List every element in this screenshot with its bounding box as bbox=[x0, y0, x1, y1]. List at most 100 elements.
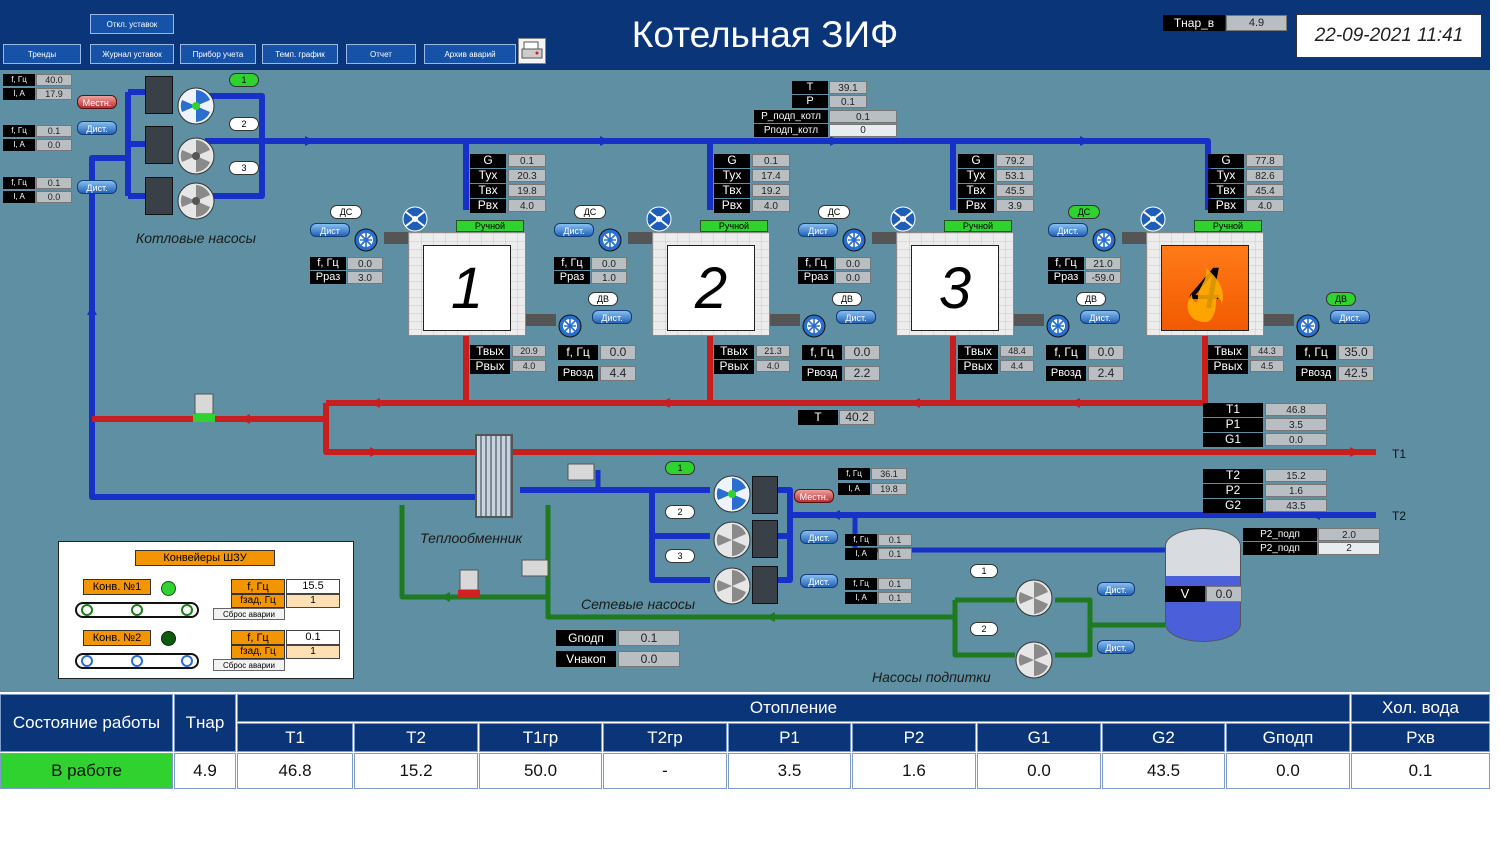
conveyor2-reset-button[interactable]: Сброс аварии bbox=[213, 659, 285, 671]
bp2-remote-button[interactable]: Дист. bbox=[77, 121, 117, 135]
boiler3-ds-remote-button[interactable]: Дист bbox=[798, 223, 838, 237]
bp1-number: 1 bbox=[229, 73, 259, 87]
printer-icon[interactable] bbox=[518, 38, 546, 64]
boiler3-g-value: 79.2 bbox=[996, 154, 1034, 167]
np1-local-button[interactable]: Местн. bbox=[794, 489, 834, 503]
boiler2-mode-button[interactable]: Ручной bbox=[700, 220, 768, 232]
boiler3-dv-remote-button[interactable]: Дист. bbox=[1080, 310, 1120, 324]
fp1-remote-button[interactable]: Дист. bbox=[1097, 582, 1135, 596]
blower-fan-icon[interactable] bbox=[1046, 314, 1070, 343]
blower-fan-icon[interactable] bbox=[1296, 314, 1320, 343]
smoke-exhauster-icon[interactable] bbox=[354, 228, 378, 257]
smoke-exhauster-icon[interactable] bbox=[1092, 228, 1116, 257]
conveyor2-fzad-input[interactable]: 1 bbox=[286, 645, 340, 659]
pump-running-icon[interactable] bbox=[176, 86, 216, 126]
boiler1-rvyx-value: 4.0 bbox=[512, 360, 546, 372]
duct bbox=[384, 232, 408, 244]
pump-stopped-icon[interactable] bbox=[1014, 578, 1054, 618]
summary-col-value: 0.0 bbox=[1226, 753, 1350, 789]
np3-i-label: I, A bbox=[845, 592, 877, 604]
boiler3-praz-label: Рраз bbox=[798, 271, 834, 284]
np3-remote-button[interactable]: Дист. bbox=[800, 574, 838, 588]
boiler2[interactable]: 2 bbox=[652, 232, 770, 336]
np3-f-value: 0.1 bbox=[878, 578, 912, 590]
summary-col-header: P2 bbox=[852, 723, 976, 752]
meter-button[interactable]: Прибор учета bbox=[180, 44, 256, 64]
drive-icon bbox=[752, 566, 778, 604]
blower-fan-icon[interactable] bbox=[802, 314, 826, 343]
report-button[interactable]: Отчет bbox=[346, 44, 416, 64]
boiler1-tux-label: Тух bbox=[470, 169, 506, 183]
temp-schedule-button[interactable]: Темп. график bbox=[262, 44, 338, 64]
summary-col-value: 50.0 bbox=[479, 753, 602, 789]
conveyor1-fzad-input[interactable]: 1 bbox=[286, 594, 340, 608]
fp2-remote-button[interactable]: Дист. bbox=[1097, 640, 1135, 654]
boiler1-dv-f-value: 0.0 bbox=[600, 345, 636, 360]
boiler3-mode-button[interactable]: Ручной bbox=[944, 220, 1012, 232]
boiler2-ds-remote-button[interactable]: Дист. bbox=[554, 223, 594, 237]
boiler2-dv-remote-button[interactable]: Дист. bbox=[836, 310, 876, 324]
setpoint-journal-button[interactable]: Журнал уставок bbox=[90, 44, 174, 64]
vnakop-value: 0.0 bbox=[618, 651, 680, 667]
boiler2-pvozd-value: 2.2 bbox=[844, 366, 880, 381]
boiler1-dv-remote-button[interactable]: Дист. bbox=[592, 310, 632, 324]
boiler4-mode-button[interactable]: Ручной bbox=[1194, 220, 1262, 232]
boiler3[interactable]: 3 bbox=[896, 232, 1014, 336]
vnakop-label: Vнакоп bbox=[556, 651, 616, 667]
summary-col-header: T1 bbox=[237, 723, 353, 752]
np1-number: 1 bbox=[665, 461, 695, 475]
boiler1-pvx-label: Рвх bbox=[470, 199, 506, 213]
outdoor-temp-value: 4.9 bbox=[1226, 15, 1287, 31]
pump-stopped-icon[interactable] bbox=[176, 181, 216, 221]
fp1-number: 1 bbox=[970, 564, 998, 578]
conveyor-panel: Конвейеры ШЗУ Конв. №1 f, Гц 15.5 fзад, … bbox=[58, 541, 354, 679]
boiler3-pvozd-value: 2.4 bbox=[1088, 366, 1124, 381]
boiler2-g-label: G bbox=[714, 154, 750, 168]
boiler1-mode-button[interactable]: Ручной bbox=[456, 220, 524, 232]
summary-col-value: 0.1 bbox=[1351, 753, 1490, 789]
boiler2-tux-value: 17.4 bbox=[752, 169, 790, 182]
pump-stopped-icon[interactable] bbox=[1014, 640, 1054, 680]
bp2-number: 2 bbox=[229, 117, 259, 131]
boiler4-dv-remote-button[interactable]: Дист. bbox=[1330, 310, 1370, 324]
np2-i-value: 0.1 bbox=[878, 548, 912, 560]
boiler1-tvyx-value: 20.9 bbox=[512, 345, 546, 357]
alarm-archive-button[interactable]: Архив аварий bbox=[424, 44, 516, 64]
np3-number: 3 bbox=[665, 549, 695, 563]
np1-i-label: I, A bbox=[838, 483, 870, 495]
bp3-remote-button[interactable]: Дист. bbox=[77, 180, 117, 194]
blower-fan-icon[interactable] bbox=[558, 314, 582, 343]
bp1-local-button[interactable]: Местн. bbox=[77, 95, 117, 109]
burner-icon[interactable] bbox=[1140, 206, 1166, 237]
boiler2-tvx-value: 19.2 bbox=[752, 184, 790, 197]
boiler3-rvyx-value: 4.4 bbox=[1000, 360, 1034, 372]
boiler4-ds-remote-button[interactable]: Дист. bbox=[1048, 223, 1088, 237]
conveyor1-button[interactable]: Конв. №1 bbox=[83, 579, 151, 595]
pump-stopped-icon[interactable] bbox=[712, 566, 752, 606]
burner-icon[interactable] bbox=[646, 206, 672, 237]
bp1-f-value: 40.0 bbox=[36, 74, 72, 86]
boiler1-ds-remote-button[interactable]: Дист bbox=[310, 223, 350, 237]
burner-icon[interactable] bbox=[890, 206, 916, 237]
conveyor2-f-value: 0.1 bbox=[286, 630, 340, 645]
smoke-exhauster-icon[interactable] bbox=[598, 228, 622, 257]
np3-f-label: f, Гц bbox=[845, 578, 877, 590]
disable-setpoints-button[interactable]: Откл. уставок bbox=[90, 14, 174, 34]
pump-running-icon[interactable] bbox=[712, 474, 752, 514]
boiler4[interactable]: 4 bbox=[1146, 232, 1264, 336]
boiler1[interactable]: 1 bbox=[408, 232, 526, 336]
burner-icon[interactable] bbox=[402, 206, 428, 237]
conveyor2-button[interactable]: Конв. №2 bbox=[83, 630, 151, 646]
trends-button[interactable]: Тренды bbox=[3, 44, 81, 64]
p2-label: P2 bbox=[1203, 484, 1263, 498]
np2-remote-button[interactable]: Дист. bbox=[800, 530, 838, 544]
tank-v-value: 0.0 bbox=[1206, 586, 1242, 602]
smoke-exhauster-icon[interactable] bbox=[842, 228, 866, 257]
boiler4-ds-f-value: 21.0 bbox=[1085, 257, 1121, 270]
pump-stopped-icon[interactable] bbox=[176, 136, 216, 176]
conveyor1-reset-button[interactable]: Сброс аварии bbox=[213, 608, 285, 620]
boiler4-praz-label: Рраз bbox=[1048, 271, 1084, 284]
pump-stopped-icon[interactable] bbox=[712, 520, 752, 560]
boiler1-ds-indicator: ДС bbox=[330, 205, 362, 219]
